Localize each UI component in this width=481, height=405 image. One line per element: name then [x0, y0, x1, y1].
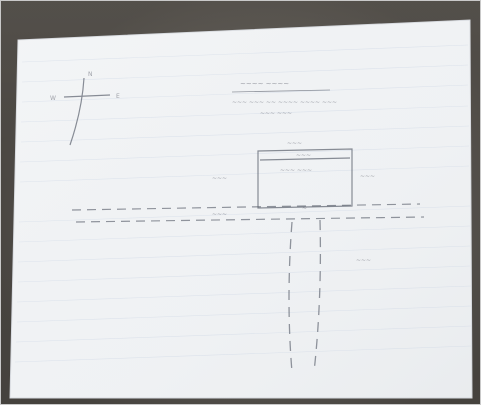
building-outline [257, 148, 353, 209]
road-lines [71, 203, 425, 223]
compass-east: E [116, 93, 120, 100]
building-inner-top: ~~~ [296, 152, 311, 159]
road-label: ~~~ [212, 211, 227, 218]
compass-west: W [50, 95, 56, 102]
heading-rule [231, 89, 331, 93]
building-top-label: ~~~ [287, 140, 302, 147]
right-side-label: ~~~ [360, 173, 375, 180]
building-inner-label: ~~~ ~~~ [280, 167, 312, 174]
entry-mark: ~ [302, 205, 307, 212]
compass-north: N [88, 71, 93, 78]
compass-cross [63, 77, 111, 146]
ruled-lines [14, 44, 472, 363]
left-side-label: ~~~ [212, 175, 227, 182]
path-side-label: ~~~ [356, 257, 371, 264]
vertical-path-lines [288, 219, 322, 373]
heading-top-line: ~~~~ ~~~~ [240, 80, 289, 88]
heading-sub-line-2: ~~~ ~~~ [260, 110, 292, 117]
heading-sub-line-1: ~~~ ~~~ ~~ ~~~~ ~~~~ ~~~ [232, 99, 337, 106]
